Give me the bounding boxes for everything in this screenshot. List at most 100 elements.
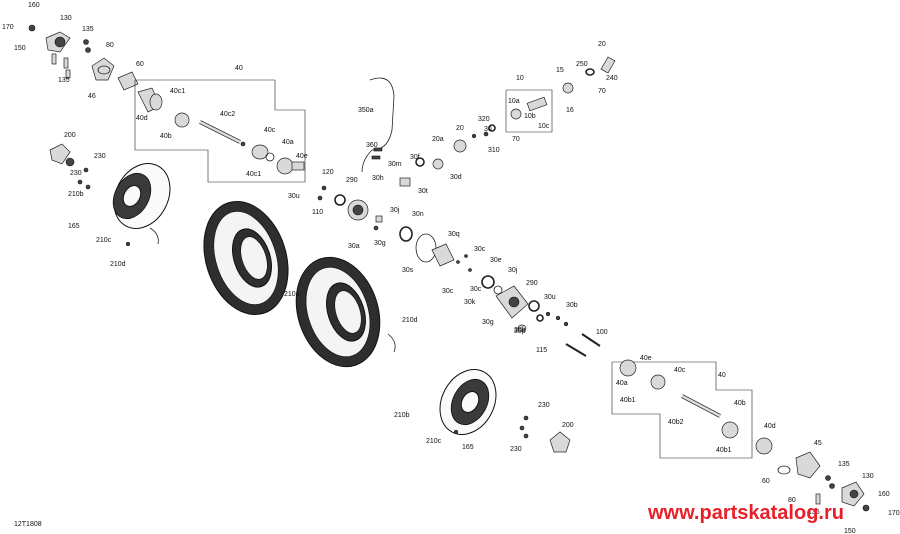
- callout-label: 240: [606, 75, 618, 82]
- callout-label: 30c: [442, 288, 454, 295]
- reference-code: 12T1808: [14, 521, 42, 528]
- callout-label: 150: [844, 528, 856, 534]
- callout-label: 135: [82, 26, 94, 33]
- callout-label: 10: [516, 75, 524, 82]
- watermark: www.partskatalog.ru: [647, 502, 844, 524]
- callout-label: 130: [60, 15, 72, 22]
- callout-label: 40d: [136, 115, 148, 122]
- callout-label: 40: [235, 65, 243, 72]
- callout-label: 30c: [470, 286, 482, 293]
- callout-label: 210b: [68, 191, 84, 198]
- callout-label: 40c1: [246, 171, 261, 178]
- callout-label: 40c: [674, 367, 686, 374]
- callout-label: 30h: [372, 175, 384, 182]
- callout-label: 16: [566, 107, 574, 114]
- driveshaft-box-bottom: [611, 361, 753, 459]
- callout-label: 210d: [402, 317, 418, 324]
- callout-label: 40b1: [620, 397, 636, 404]
- callout-label: 60: [762, 478, 770, 485]
- callout-label: 135: [808, 509, 820, 516]
- callout-label: 160: [878, 491, 890, 498]
- callout-label: 30u: [288, 193, 300, 200]
- callout-label: 210a: [284, 291, 300, 298]
- callout-label: 40: [718, 372, 726, 379]
- callout-label: 30e: [490, 257, 502, 264]
- callout-label: 40e: [640, 355, 652, 362]
- callout-label: 135: [58, 77, 70, 84]
- callout-label: 30s: [402, 267, 414, 274]
- callout-label: 170: [2, 24, 14, 31]
- callout-label: 290: [346, 177, 358, 184]
- callout-label: 210b: [394, 412, 410, 419]
- callout-label: 30k: [464, 299, 476, 306]
- rim-lower: [439, 369, 497, 435]
- callout-label: 170: [888, 510, 900, 517]
- callout-label: 40b: [160, 133, 172, 140]
- hub-assembly-top-left: [28, 24, 139, 91]
- callout-label: 130: [862, 473, 874, 480]
- callout-label: 165: [68, 223, 80, 230]
- callout-label: 40b1: [716, 447, 732, 454]
- callout-label: 290: [526, 280, 538, 287]
- callout-label: 10a: [508, 98, 520, 105]
- callout-label: 45: [814, 440, 822, 447]
- callout-label: 230: [538, 402, 550, 409]
- callout-label: 40c2: [220, 111, 235, 118]
- callout-label: 30g: [482, 319, 494, 326]
- callout-label: 210c: [96, 237, 112, 244]
- callout-label: 230: [94, 153, 106, 160]
- driveshaft-box-top: [134, 79, 306, 183]
- callout-label: 30a: [348, 243, 360, 250]
- caliper-bottom: [519, 415, 571, 453]
- callout-label: 40c1: [170, 88, 185, 95]
- callout-label: 40a: [282, 139, 294, 146]
- callout-label: 120: [322, 169, 334, 176]
- tire-upper: [203, 200, 289, 316]
- callout-label: 30j: [508, 267, 518, 274]
- callout-label: 30t: [418, 188, 428, 195]
- callout-label: 20: [598, 41, 606, 48]
- callout-label: 30b: [566, 302, 578, 309]
- callout-label: 250: [576, 61, 588, 68]
- callout-label: 15: [556, 67, 564, 74]
- callout-label: 30u: [544, 294, 556, 301]
- hub-assembly-bottom-right: [777, 451, 870, 512]
- callout-label: 10c: [538, 123, 550, 130]
- callout-label: 80: [788, 497, 796, 504]
- callout-label: 70: [598, 88, 606, 95]
- callout-label: 135: [838, 461, 850, 468]
- callout-label: 165: [462, 444, 474, 451]
- callout-label: 100: [596, 329, 608, 336]
- callout-label: 230: [70, 170, 82, 177]
- callout-label: 40a: [616, 380, 628, 387]
- callout-label: 30d: [450, 174, 462, 181]
- callout-label: 110: [312, 209, 323, 216]
- callout-label: 46: [88, 93, 96, 100]
- callout-label: 80: [106, 42, 114, 49]
- callout-label: 200: [64, 132, 76, 139]
- callout-label: 10b: [524, 113, 536, 120]
- driveshaft-top: [137, 87, 305, 175]
- callout-label: 350a: [358, 107, 374, 114]
- callout-label: 40e: [296, 153, 308, 160]
- callout-label: 210d: [110, 261, 126, 268]
- callout-label: 230: [510, 446, 522, 453]
- driveshaft-bottom: [619, 359, 773, 455]
- callout-label: 40c: [264, 127, 276, 134]
- callout-label: 30g: [374, 240, 386, 247]
- callout-label: 30: [484, 126, 492, 133]
- caliper-left: [49, 143, 91, 190]
- callout-label: 310: [488, 147, 500, 154]
- callout-label: 60: [136, 61, 144, 68]
- callout-label: 30n: [412, 211, 424, 218]
- differential: [317, 77, 601, 357]
- callout-label: 200: [562, 422, 574, 429]
- callout-label: 115: [536, 347, 547, 354]
- pinion-top-right: [471, 56, 616, 139]
- callout-label: 30b: [514, 327, 526, 334]
- callout-label: 160: [28, 2, 40, 9]
- callout-label: 70: [512, 136, 520, 143]
